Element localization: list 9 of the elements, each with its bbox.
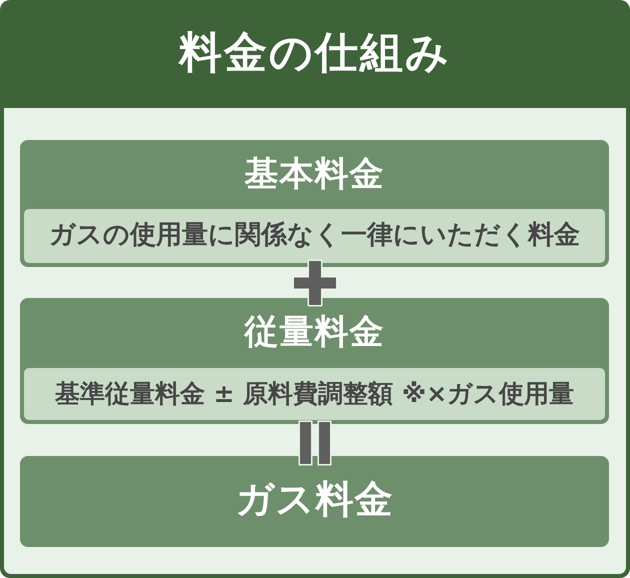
fee-description: ガスの使用量に関係なく一律にいただく料金 bbox=[24, 209, 605, 263]
box-title: ガス料金 bbox=[236, 478, 394, 522]
total-box bbox=[20, 456, 609, 547]
box-title: 従量料金 bbox=[244, 313, 384, 353]
fee-description: 基準従量料金 ± 原料費調整額 ※×ガス使用量 bbox=[24, 368, 605, 420]
fee-box bbox=[20, 140, 609, 267]
box-title: 基本料金 bbox=[244, 154, 384, 194]
fee-box bbox=[20, 298, 609, 424]
panel-title: 料金の仕組み bbox=[179, 30, 451, 78]
